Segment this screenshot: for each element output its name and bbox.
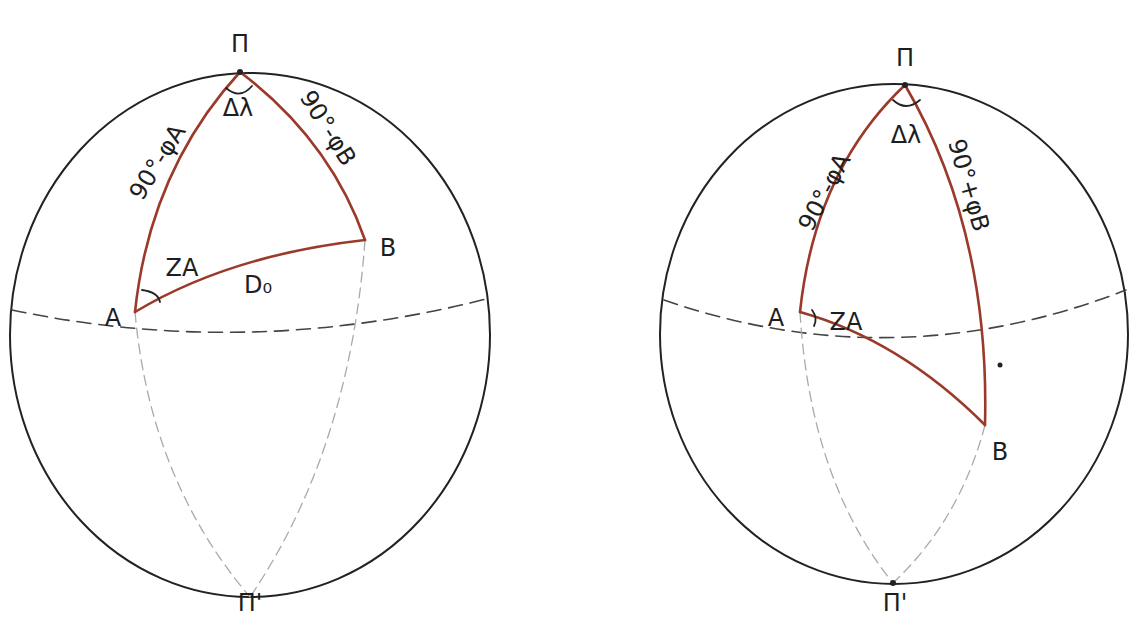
angle-label: Δλ: [221, 95, 256, 121]
point-label: B: [990, 439, 1010, 465]
pole-label: Π': [236, 590, 265, 616]
point-label: B: [378, 235, 398, 261]
angle-label: Δλ: [889, 122, 924, 148]
angle-label: ZA: [828, 309, 865, 335]
arc-label: 90°-φA: [124, 118, 193, 206]
arc-label: 90°-φA: [793, 147, 857, 237]
point-label: A: [766, 305, 786, 331]
pole-label: Π: [229, 31, 251, 57]
point-label: A: [103, 305, 123, 331]
pole-label: Π: [894, 45, 916, 71]
arc-label: D₀: [242, 272, 274, 298]
pole-label: Π': [881, 590, 910, 616]
angle-label: ZA: [164, 255, 201, 281]
